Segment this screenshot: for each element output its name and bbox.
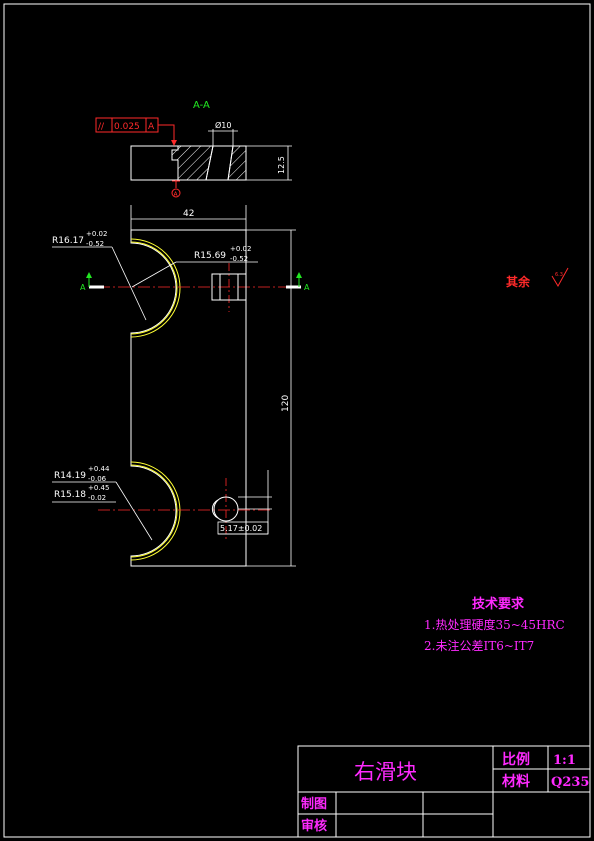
r-bot-2-tol-minus: -0.02 xyxy=(88,494,106,502)
height-dim: 120 xyxy=(281,395,291,412)
tech-item-1: 1.热处理硬度35~45HRC xyxy=(424,617,565,632)
tech-title: 技术要求 xyxy=(472,596,525,612)
section-label: A-A xyxy=(193,100,210,111)
cut-label-right: A xyxy=(304,283,310,292)
checked-label: 审核 xyxy=(301,818,327,834)
hole-offset-box xyxy=(217,521,269,535)
r-bot-1: R14.19 xyxy=(54,471,86,481)
scale-value: 1:1 xyxy=(553,753,576,768)
datum-circle xyxy=(171,188,181,198)
surface-note: 其余 6.3 xyxy=(506,267,569,289)
roughness-value: 6.3 xyxy=(555,272,563,278)
drawn-label: 制图 xyxy=(301,796,327,812)
material-label: 材料 xyxy=(502,773,530,790)
part-name: 右滑块 xyxy=(354,760,417,784)
hole-offset-dim: 5.17±0.02 xyxy=(220,524,262,533)
r-bot-1-tol-plus: +0.44 xyxy=(88,465,110,473)
section-view: A-A // 0.025 A A Ø10 12.5 xyxy=(95,100,292,198)
r-top-inner: R15.69 xyxy=(194,251,226,261)
slot-top xyxy=(211,273,247,301)
scale-label: 比例 xyxy=(502,751,530,768)
r-top-outer: R16.17 xyxy=(52,236,84,246)
r-top-outer-tol-minus: -0.52 xyxy=(86,240,104,248)
fcf-symbol: // xyxy=(98,122,105,132)
thickness-dim: 12.5 xyxy=(277,156,286,174)
drawing-border xyxy=(3,3,591,838)
r-top-inner-tol-minus: -0.52 xyxy=(230,255,248,263)
width-dim: 42 xyxy=(183,209,194,219)
plan-view: 42 120 R16.17 +0.02 -0.52 R xyxy=(52,205,310,567)
r-bot-1-tol-minus: -0.06 xyxy=(88,475,107,483)
cut-label-left: A xyxy=(80,283,86,292)
fcf-datum: A xyxy=(148,122,155,132)
tech-item-2: 2.未注公差IT6~IT7 xyxy=(424,638,534,653)
r-bot-2: R15.18 xyxy=(54,490,86,500)
plan-outline xyxy=(130,229,247,567)
hole-diameter-dim: Ø10 xyxy=(215,120,231,130)
fcf-value: 0.025 xyxy=(114,122,140,132)
tech-requirements: 技术要求 1.热处理硬度35~45HRC 2.未注公差IT6~IT7 xyxy=(424,596,565,653)
fcf-leader xyxy=(158,124,175,142)
r-top-outer-tol-plus: +0.02 xyxy=(86,230,107,238)
datum-marker-letter: A xyxy=(174,191,179,198)
r-bot-2-tol-plus: +0.45 xyxy=(88,484,109,492)
title-block: 右滑块 比例 1:1 材料 Q235 制图 审核 xyxy=(297,745,591,838)
surface-note-label: 其余 xyxy=(506,274,531,289)
r-top-inner-tol-plus: +0.02 xyxy=(230,245,251,253)
roughness-symbol xyxy=(551,267,569,287)
material-value: Q235 xyxy=(551,775,589,790)
